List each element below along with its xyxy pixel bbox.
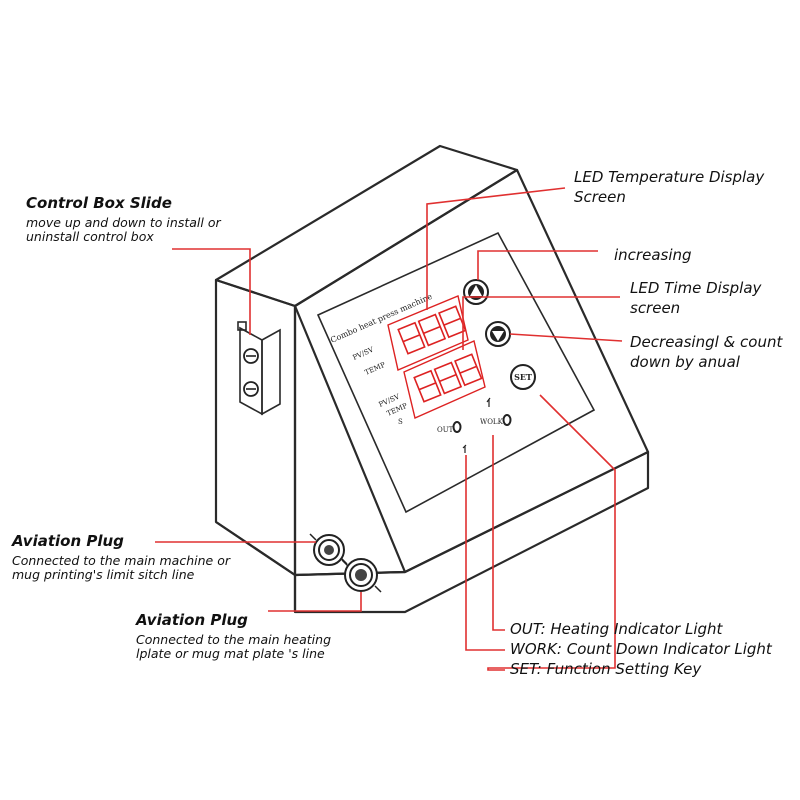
led-time-display	[403, 340, 486, 419]
out-label: OUT	[437, 426, 454, 434]
panel-contents: Combo heat press machine PV/SV TEMP	[329, 279, 536, 453]
callout-line: lplate or mug mat plate 's line	[136, 646, 325, 661]
leader-led-time	[462, 296, 620, 350]
callout-line: Connected to the main heating	[136, 632, 331, 647]
callout-line: uninstall control box	[26, 229, 154, 244]
panel-title: Combo heat press machine	[329, 292, 434, 345]
control-box	[214, 144, 650, 614]
callout-line: Connected to the main machine or	[12, 553, 231, 568]
set-key-label: SET	[514, 372, 532, 382]
leader-work-light	[492, 435, 505, 631]
leader-aviation-plug-2	[268, 592, 362, 612]
callout-line: mug printing's limit sitch line	[12, 567, 195, 582]
pv-sv-label: PV/SV	[352, 345, 376, 362]
panel-tick-mark	[486, 397, 491, 407]
panel-tick-mark	[462, 444, 467, 453]
callout-title: Control Box Slide	[26, 194, 172, 212]
increase-button[interactable]	[463, 279, 489, 305]
leader-decreasing	[509, 333, 623, 342]
box-edge	[215, 521, 296, 576]
down-arrow-icon	[492, 331, 504, 341]
leader-increasing	[477, 250, 598, 280]
temp-label: TEMP	[364, 361, 387, 377]
box-front-panel-face	[293, 168, 650, 574]
out-indicator-light	[452, 421, 462, 433]
callout-line: move up and down to install or	[26, 215, 221, 230]
callout-led-temperature-line1: LED Temperature Display	[574, 168, 765, 186]
control-box-slide-bracket	[237, 321, 281, 416]
leader-set-key	[487, 394, 616, 671]
callout-set-key: SET: Function Setting Key	[510, 660, 702, 678]
leader-led-temperature	[426, 187, 566, 310]
callout-aviation-plug-1: Aviation Plug Connected to the main mach…	[11, 532, 231, 582]
work-indicator-light	[502, 414, 512, 426]
decrease-button[interactable]	[485, 321, 511, 347]
screw-icon	[243, 381, 259, 397]
temp-label-2-sub: S	[398, 418, 403, 426]
set-button[interactable]: SET	[510, 364, 536, 390]
leader-out-light	[465, 455, 505, 651]
callout-decreasing-line2: down by anual	[630, 353, 741, 371]
screw-icon	[243, 348, 259, 364]
callout-led-time-line2: screen	[630, 299, 680, 317]
led-temperature-display	[387, 295, 469, 371]
aviation-plug-2	[340, 557, 382, 593]
callout-aviation-plug-2: Aviation Plug Connected to the main heat…	[135, 611, 331, 661]
callout-led-time-line1: LED Time Display	[630, 279, 763, 297]
callout-decreasing-line1: Decreasingl & count	[630, 333, 783, 351]
panel-plate	[316, 231, 596, 514]
up-arrow-icon	[470, 285, 482, 296]
work-label: WOLK	[480, 418, 504, 426]
callout-control-box-slide: Control Box Slide move up and down to in…	[26, 194, 221, 244]
callout-increasing: increasing	[614, 246, 692, 264]
callout-title: Aviation Plug	[135, 611, 248, 629]
leader-lines	[155, 187, 623, 671]
aviation-plug-1	[309, 533, 349, 567]
callout-out-light: OUT: Heating Indicator Light	[510, 620, 724, 638]
callout-title: Aviation Plug	[11, 532, 124, 550]
callout-work-light: WORK: Count Down Indicator Light	[510, 640, 773, 658]
callout-led-temperature-line2: Screen	[574, 188, 626, 206]
leader-control-box-slide	[172, 248, 251, 335]
